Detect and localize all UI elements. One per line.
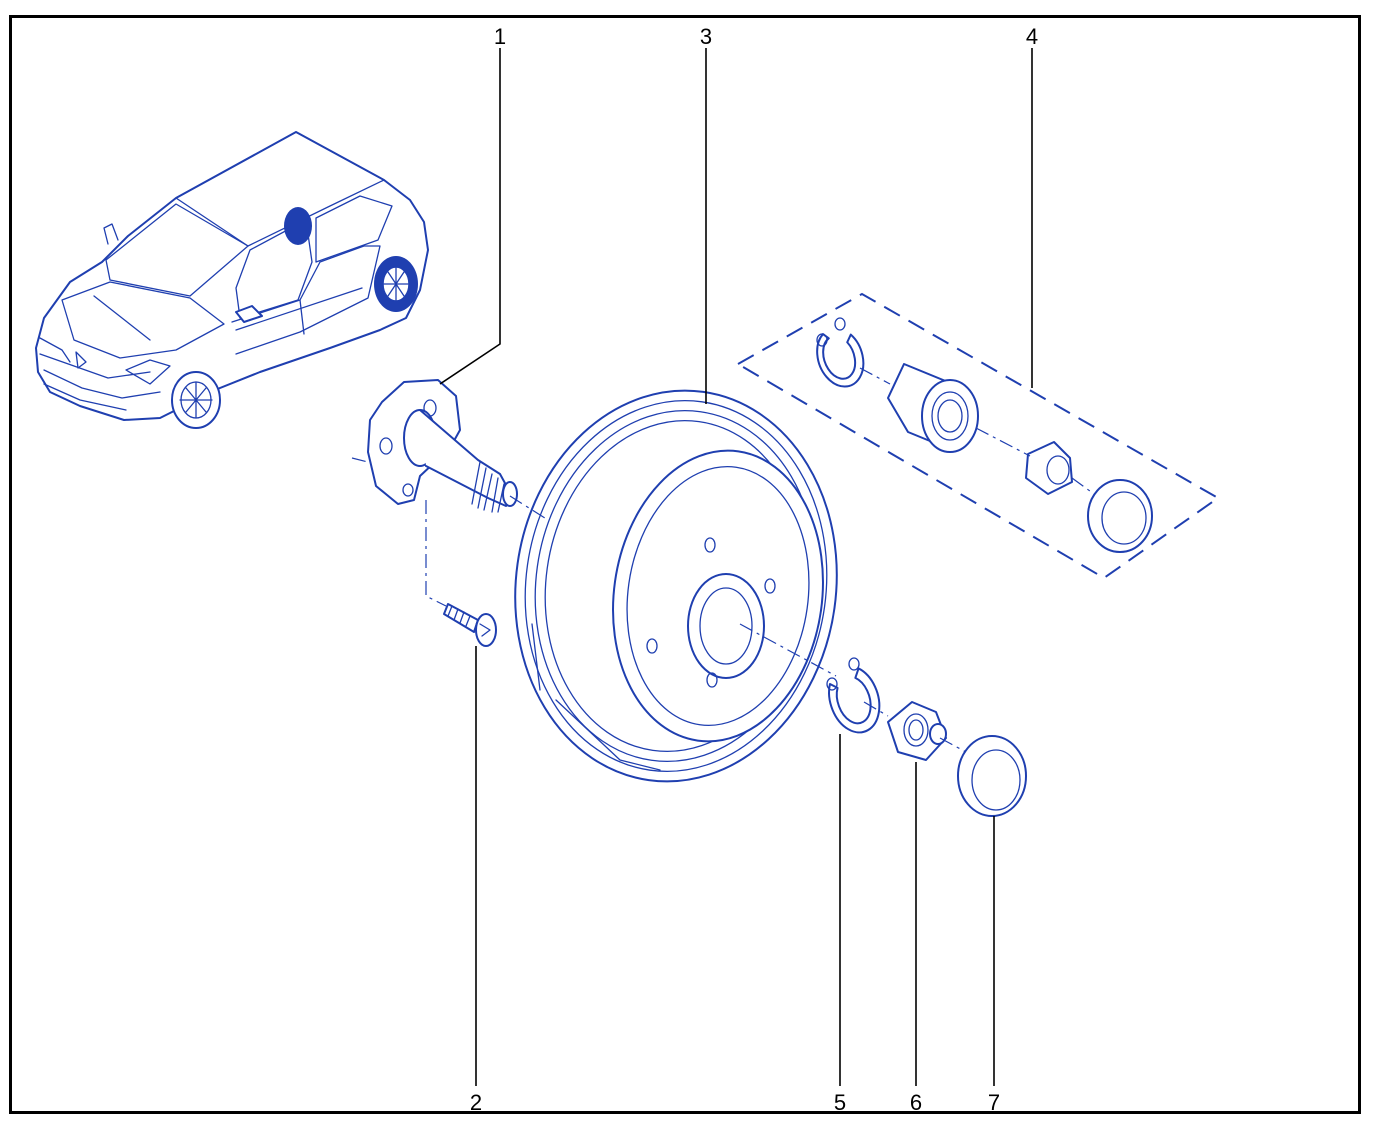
vehicle-location-illustration — [35, 131, 429, 429]
callout-5: 5 — [834, 1090, 846, 1115]
brake-drum — [514, 389, 838, 783]
callout-labels: 1 2 3 4 5 6 7 — [470, 24, 1038, 1115]
callout-6: 6 — [910, 1090, 922, 1115]
callout-7: 7 — [988, 1090, 1000, 1115]
assembly-axis-lines — [351, 367, 1095, 753]
callout-3: 3 — [700, 24, 712, 49]
callout-2: 2 — [470, 1090, 482, 1115]
circlip — [826, 657, 881, 734]
hub-nut — [887, 701, 947, 761]
stub-axle — [367, 379, 518, 513]
bolt — [443, 603, 497, 647]
hub-cap — [957, 735, 1027, 817]
leader-1 — [439, 48, 501, 385]
callout-1: 1 — [494, 24, 506, 49]
callout-4: 4 — [1026, 24, 1038, 49]
bearing-kit — [735, 292, 1220, 580]
callout-leaders — [439, 48, 1033, 1086]
